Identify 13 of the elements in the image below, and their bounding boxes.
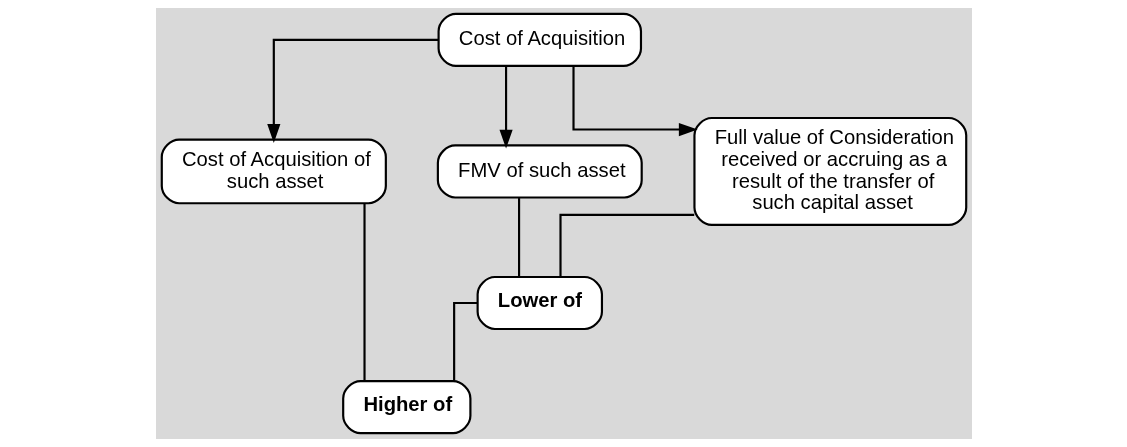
node-box: Higher of (341, 379, 471, 435)
node-box: Cost of Acquisition (437, 12, 642, 68)
connector (558, 213, 694, 277)
arrow (571, 66, 698, 137)
node-box: Cost of Acquisition of such asset (160, 138, 387, 205)
connector (452, 301, 478, 381)
node-box: Lower of (476, 275, 603, 331)
arrow (266, 38, 438, 143)
connector (517, 198, 520, 277)
arrow (498, 66, 513, 149)
node-box: FMV of such asset (436, 144, 643, 199)
node-box: Full value of Consideration received or accruing as a result of the transfer of such capital asset (692, 116, 967, 227)
connector (362, 203, 366, 381)
